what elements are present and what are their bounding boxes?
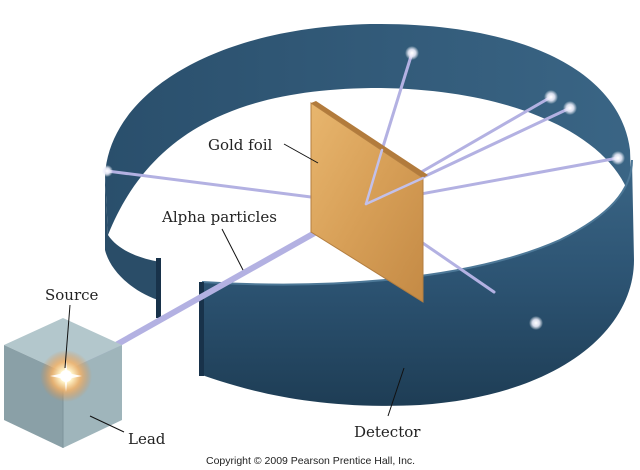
lead-label: Lead [128,430,166,448]
leader-lines [64,143,405,433]
source-glow-icon [40,350,92,402]
gold-foil-label: Gold foil [208,136,273,154]
detector-slit-edge-left [156,258,161,318]
impact-flash-icon [101,165,113,177]
alpha-particles-leader [221,228,244,271]
alpha-path-through-foil [364,176,425,206]
gold-foil-leader [283,143,319,164]
alpha-path-up [380,51,414,152]
impact-flash-icon [611,151,625,165]
impact-flash-icon [405,46,419,60]
alpha-particles-label: Alpha particles [161,208,277,226]
alpha-paths-front [364,148,425,206]
lead-leader [89,415,125,433]
impact-flash-icon [529,316,543,330]
detector-top-rim [201,159,633,286]
detector-leader [387,367,405,417]
detector-left-wall [105,175,160,300]
gold-foil-edge [311,101,428,178]
impact-flash-icon [544,90,558,104]
detector-back-wall [105,23,632,236]
source-leader [64,304,71,369]
alpha-path-foil-up [364,148,384,206]
copyright-text: Copyright © 2009 Pearson Prentice Hall, … [206,455,415,467]
impact-flash-icon [563,101,577,115]
source-label: Source [45,286,99,304]
impact-flashes [101,46,625,330]
detector-label: Detector [354,423,421,441]
detector-slit-edge-right [199,282,204,376]
